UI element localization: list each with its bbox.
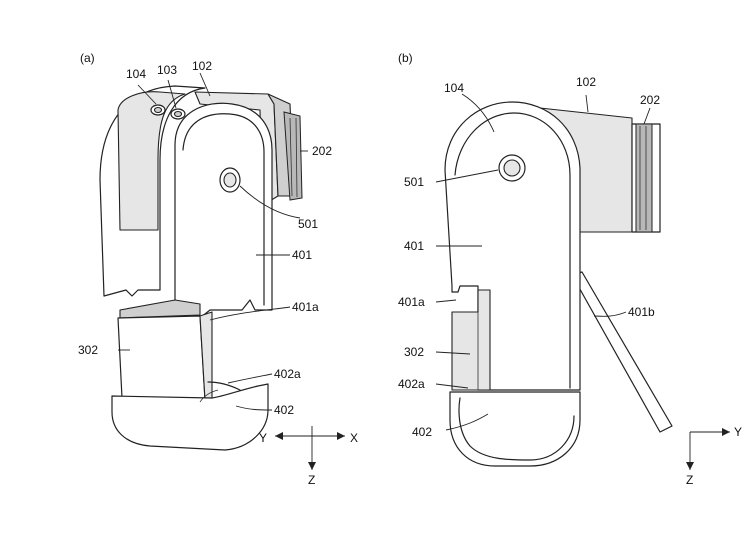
ref-202-a: 202 bbox=[312, 144, 332, 158]
axis-y-b: Y bbox=[734, 425, 742, 439]
axis-y-a: Y bbox=[259, 431, 267, 445]
ref-104-b: 104 bbox=[444, 81, 464, 95]
ref-103-a: 103 bbox=[157, 63, 177, 77]
pivot-501-a bbox=[219, 167, 241, 193]
strut-401b-b bbox=[571, 271, 673, 433]
ref-402-b: 402 bbox=[412, 425, 432, 439]
ref-402-a: 402 bbox=[274, 403, 294, 417]
ref-401-a: 401 bbox=[292, 248, 312, 262]
cup-402-a bbox=[111, 381, 269, 451]
panel-label-a: (a) bbox=[80, 51, 95, 65]
axis-z-b: Z bbox=[686, 473, 693, 487]
ref-402a-a: 402a bbox=[274, 367, 301, 381]
ref-102-b: 102 bbox=[576, 75, 596, 89]
block-102-b bbox=[539, 107, 661, 233]
ref-401a-a: 401a bbox=[292, 300, 319, 314]
ref-401b-b: 401b bbox=[628, 305, 655, 319]
leaders-a bbox=[118, 72, 308, 411]
axes-a bbox=[275, 426, 345, 470]
pivot-501-b bbox=[498, 154, 526, 182]
ref-202-b: 202 bbox=[640, 93, 660, 107]
front-arm-401-a bbox=[174, 102, 273, 319]
ref-302-a: 302 bbox=[78, 343, 98, 357]
panel-label-b: (b) bbox=[398, 51, 413, 65]
axes-b bbox=[686, 428, 730, 470]
ref-302-b: 302 bbox=[404, 345, 424, 359]
ref-401-b: 401 bbox=[404, 239, 424, 253]
ref-401a-b: 401a bbox=[398, 295, 425, 309]
ref-104-a: 104 bbox=[126, 67, 146, 81]
back-plate-a bbox=[99, 85, 206, 297]
holder-302-b bbox=[451, 289, 491, 391]
axis-z-a: Z bbox=[308, 473, 315, 487]
axis-x-a: X bbox=[350, 431, 358, 445]
holder-302-a bbox=[117, 299, 213, 401]
ref-402a-b: 402a bbox=[398, 377, 425, 391]
ref-501-b: 501 bbox=[404, 175, 424, 189]
figure-a: (a) bbox=[78, 51, 358, 487]
cup-402-b bbox=[449, 391, 581, 467]
leaders-b bbox=[435, 93, 651, 431]
ref-501-a: 501 bbox=[298, 217, 318, 231]
figure-b: (b) bbox=[398, 51, 742, 487]
buttons-a bbox=[150, 104, 186, 120]
ref-102-a: 102 bbox=[192, 59, 212, 73]
